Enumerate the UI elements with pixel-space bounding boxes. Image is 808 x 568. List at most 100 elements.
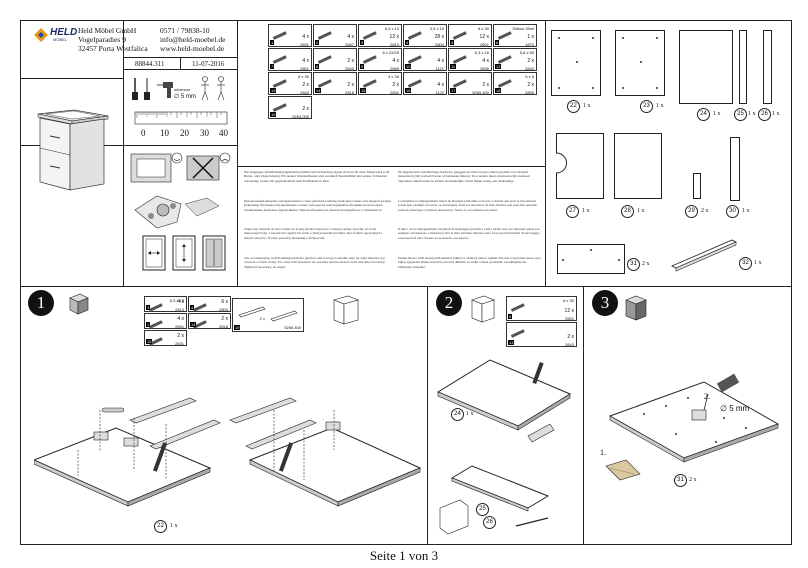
step-3-cabinet-icon [624, 294, 648, 322]
hardware-item-code: 1870 [525, 42, 534, 47]
hardware-item-number: 1 [146, 322, 151, 327]
part-31-panel [557, 244, 625, 274]
ruler-tick-30: 30 [200, 128, 209, 138]
part-25-qty: 1 x [748, 111, 756, 117]
company-city: 32457 Porta Westfalica [78, 44, 148, 53]
hardware-item-code: 2813 [175, 307, 184, 312]
part-23-panel [615, 30, 665, 96]
hardware-item-qty: 2 x [482, 82, 489, 88]
fitting-icon [148, 303, 163, 312]
step-2-number: 2 [436, 290, 462, 316]
hardware-item-code: 2643 [565, 342, 574, 347]
hardware-item-size: 8 x 30 [563, 298, 574, 303]
fitting-icon [272, 55, 287, 64]
divider-step-2-3 [583, 286, 584, 545]
hardware-item-code: 2843 [300, 90, 309, 95]
warning-en: The accompanying wall mounting hardware … [244, 256, 386, 269]
hardware-item-code: 1122 [435, 90, 444, 95]
divider-hardware [237, 166, 545, 167]
divider-info-column [237, 20, 238, 286]
fitting-icon [362, 55, 377, 64]
company-email[interactable]: info@held-moebel.de [160, 35, 226, 44]
hardware-item-number: 14 [315, 88, 322, 93]
hardware-item-size: Silikon 25ml [512, 26, 534, 31]
step-3-sub-1: 1. [600, 448, 606, 457]
hardware-item-number: 17 [450, 88, 457, 93]
hardware-item-size: 6,3 x 13 [169, 298, 184, 303]
step-1-part-qty: 1 x [170, 523, 178, 529]
step-3-assembly-illustration [596, 370, 788, 500]
page-number: Seite 1 von 3 [369, 548, 439, 563]
hardware-item-number: 4 [405, 40, 410, 45]
step-1-rail-qty: 2 x [259, 316, 265, 321]
hardware-item-number: 8 [315, 64, 320, 69]
company-website[interactable]: www.held-moebel.de [160, 44, 225, 53]
fitting-icon [497, 55, 512, 64]
hardware-item-code: 2813 [390, 42, 399, 47]
part-26-qty: 1 x [772, 111, 780, 117]
divider-logo-column [123, 20, 124, 286]
step-3-number: 3 [592, 290, 618, 316]
hardware-item-qty: 1 x [527, 34, 534, 40]
warning-nl: De bijgeleverde wandmontage hardware (pl… [398, 170, 531, 183]
part-23-id: 23 [640, 100, 653, 113]
part-26-id: 26 [758, 108, 771, 121]
hardware-item-code: 2601 [565, 316, 574, 321]
hardware-item-qty: 28 x [434, 34, 444, 40]
step-1-rail-hardware: 19 2 x 5265.400 [232, 298, 304, 332]
divider-step-1-2 [427, 286, 428, 545]
warning-it: Il muro di accompagnamento materiali di … [398, 227, 540, 240]
hardware-item-qty: 4 x [347, 34, 354, 40]
hardware-item-code: 2818 [345, 90, 354, 95]
hardware-item-size: 6 x 22/25 [382, 50, 399, 55]
divider-tools [123, 145, 237, 146]
divider-article-mid [180, 57, 181, 69]
step-2-part-26-id: 26 [483, 516, 496, 529]
part-28-id: 28 [621, 205, 634, 218]
warning-tr: Ekteki duvara sabit montaj malzemeleri (… [398, 256, 541, 269]
hardware-item-number: 5 [508, 314, 513, 319]
step-3-part-qty: 2 x [689, 477, 697, 483]
step-3-drill-size: ∅ 5 mm [720, 404, 750, 413]
step-1-part-id: 22 [154, 520, 167, 533]
hardware-item-code: 2855 [525, 90, 534, 95]
step-1-rail-num: 19 [234, 325, 241, 330]
hardware-item-number: 12 [495, 64, 502, 69]
hardware-item-qty: 4 x [482, 58, 489, 64]
hardware-item-code: 2818 [219, 324, 228, 329]
step-2-cabinet-icon [470, 294, 496, 324]
divider-article-bottom [123, 69, 237, 70]
part-23-qty: 1 x [656, 103, 664, 109]
hardware-item-qty: 4 x [392, 58, 399, 64]
instruction-sheet-frame [20, 20, 792, 545]
company-street: Vogelparadies 9 [78, 35, 126, 44]
hardware-item-qty: 2 x [221, 316, 228, 322]
hardware-item-size: 6,3 x 13 [384, 26, 399, 31]
part-32-rail [670, 236, 738, 276]
fitting-icon [192, 303, 207, 312]
hardware-item-number: 7 [270, 64, 275, 69]
brand-sub: MÖBEL [53, 37, 68, 42]
fitting-icon [497, 79, 512, 88]
fitting-icon [148, 320, 163, 329]
hardware-item-number: 15 [360, 88, 367, 93]
hardware-item-qty: 4 x [177, 316, 184, 322]
care-and-hinge-illustration [127, 148, 233, 280]
tools-icons [132, 76, 228, 125]
hardware-item-number: 2 [315, 40, 320, 45]
hardware-item-qty: 2 x [347, 58, 354, 64]
hardware-item-code: 2804 [219, 307, 228, 312]
part-30-panel [730, 137, 740, 201]
hardware-item-qty: 4 x [437, 58, 444, 64]
fitting-icon [272, 31, 287, 40]
